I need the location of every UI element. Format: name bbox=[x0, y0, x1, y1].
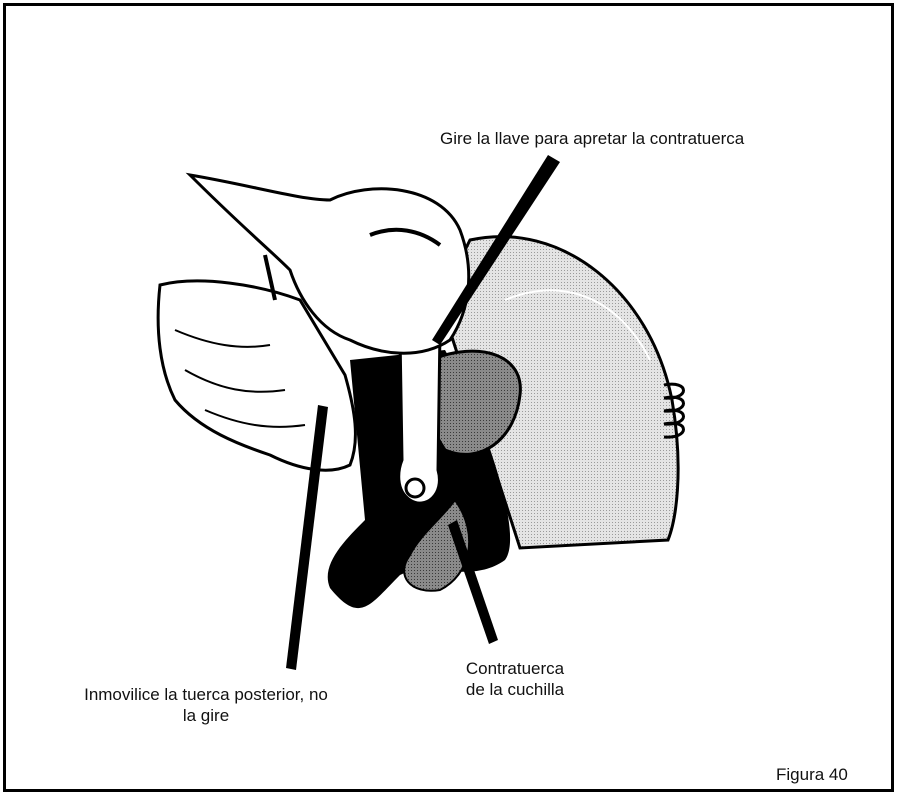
blade-nut-label-line2: de la cuchilla bbox=[440, 679, 590, 700]
rear-nut-label-line1: Inmovilice la tuerca posterior, no bbox=[66, 684, 346, 705]
blade-nut-label: Contratuerca de la cuchilla bbox=[440, 658, 590, 700]
wrench bbox=[399, 330, 440, 503]
rear-nut-label-line2: la gire bbox=[66, 705, 346, 726]
blade-nut-label-line1: Contratuerca bbox=[440, 658, 590, 679]
rear-nut-label: Inmovilice la tuerca posterior, no la gi… bbox=[66, 684, 346, 726]
figure-caption: Figura 40 bbox=[776, 764, 848, 785]
wrench-label: Gire la llave para apretar la contratuer… bbox=[440, 128, 744, 149]
